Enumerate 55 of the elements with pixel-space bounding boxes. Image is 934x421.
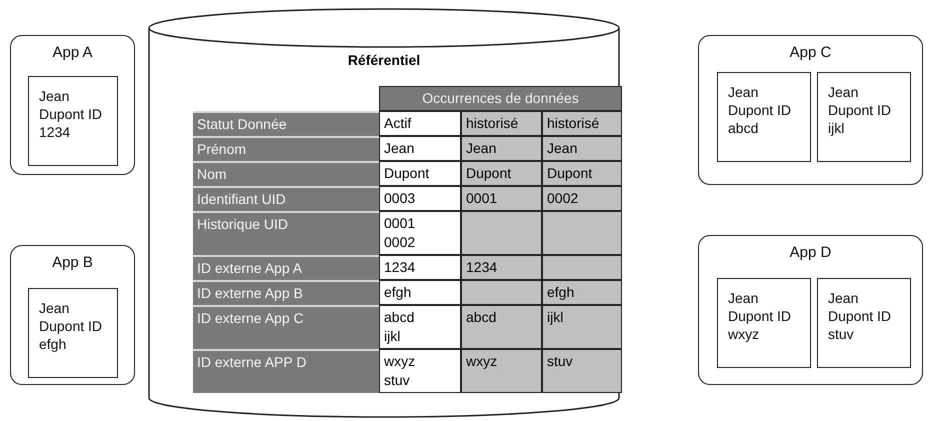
row-header: Prénom [193, 136, 379, 161]
record-text: Jean Dupont ID efgh [39, 299, 104, 353]
record-box [28, 288, 118, 378]
row-header: ID externe App B [193, 280, 379, 305]
table-cell: efgh [379, 280, 461, 305]
table-cell: abcd [461, 305, 542, 349]
record-text: Jean Dupont ID abcd [728, 83, 792, 137]
table-cell: stuv [542, 349, 622, 393]
row-header: Nom [193, 161, 379, 186]
row-header: ID externe App C [193, 305, 379, 349]
row-header: ID externe App A [193, 255, 379, 280]
table-cell: Jean [379, 136, 461, 161]
table-cell: 0001 0002 [379, 211, 461, 255]
table-cell: Jean [542, 136, 622, 161]
record-text: Jean Dupont ID wxyz [728, 289, 792, 343]
record-text: Jean Dupont ID stuv [828, 289, 892, 343]
table-cell: historisé [461, 111, 542, 136]
table-cell: 0001 [461, 186, 542, 211]
app-title: App D [790, 244, 832, 261]
record-box [817, 72, 911, 162]
table-cell: 1234 [461, 255, 542, 280]
record-box [717, 278, 811, 368]
table-cell: ijkl [542, 305, 622, 349]
row-header: Statut Donnée [193, 111, 379, 136]
table-cell: efgh [542, 280, 622, 305]
record-box [28, 76, 118, 166]
database-cylinder [148, 8, 620, 418]
row-header: Historique UID [193, 211, 379, 255]
app-panel [698, 35, 923, 185]
row-header: Identifiant UID [193, 186, 379, 211]
app-panel [10, 35, 135, 175]
app-panel [698, 235, 923, 385]
app-title: App C [790, 44, 832, 61]
table-cell: historisé [542, 111, 622, 136]
table-cell: wxyz stuv [379, 349, 461, 393]
table-header: Occurrences de données [379, 86, 622, 111]
table-cell: Actif [379, 111, 461, 136]
table-cell: Dupont [542, 161, 622, 186]
row-header: ID externe APP D [193, 349, 379, 393]
table-cell: 0003 [379, 186, 461, 211]
database-title: Référentiel [348, 52, 420, 68]
record-text: Jean Dupont ID ijkl [828, 83, 892, 137]
record-text: Jean Dupont ID 1234 [39, 87, 104, 141]
record-box [817, 278, 911, 368]
table-cell: 1234 [379, 255, 461, 280]
record-box [717, 72, 811, 162]
table-cell: Dupont [461, 161, 542, 186]
app-panel [10, 245, 135, 385]
table-cell: 0002 [542, 186, 622, 211]
app-title: App A [52, 44, 93, 61]
table-cell: abcd ijkl [379, 305, 461, 349]
table-cell: Jean [461, 136, 542, 161]
table-cell: wxyz [461, 349, 542, 393]
table-cell: Dupont [379, 161, 461, 186]
app-title: App B [52, 254, 93, 271]
